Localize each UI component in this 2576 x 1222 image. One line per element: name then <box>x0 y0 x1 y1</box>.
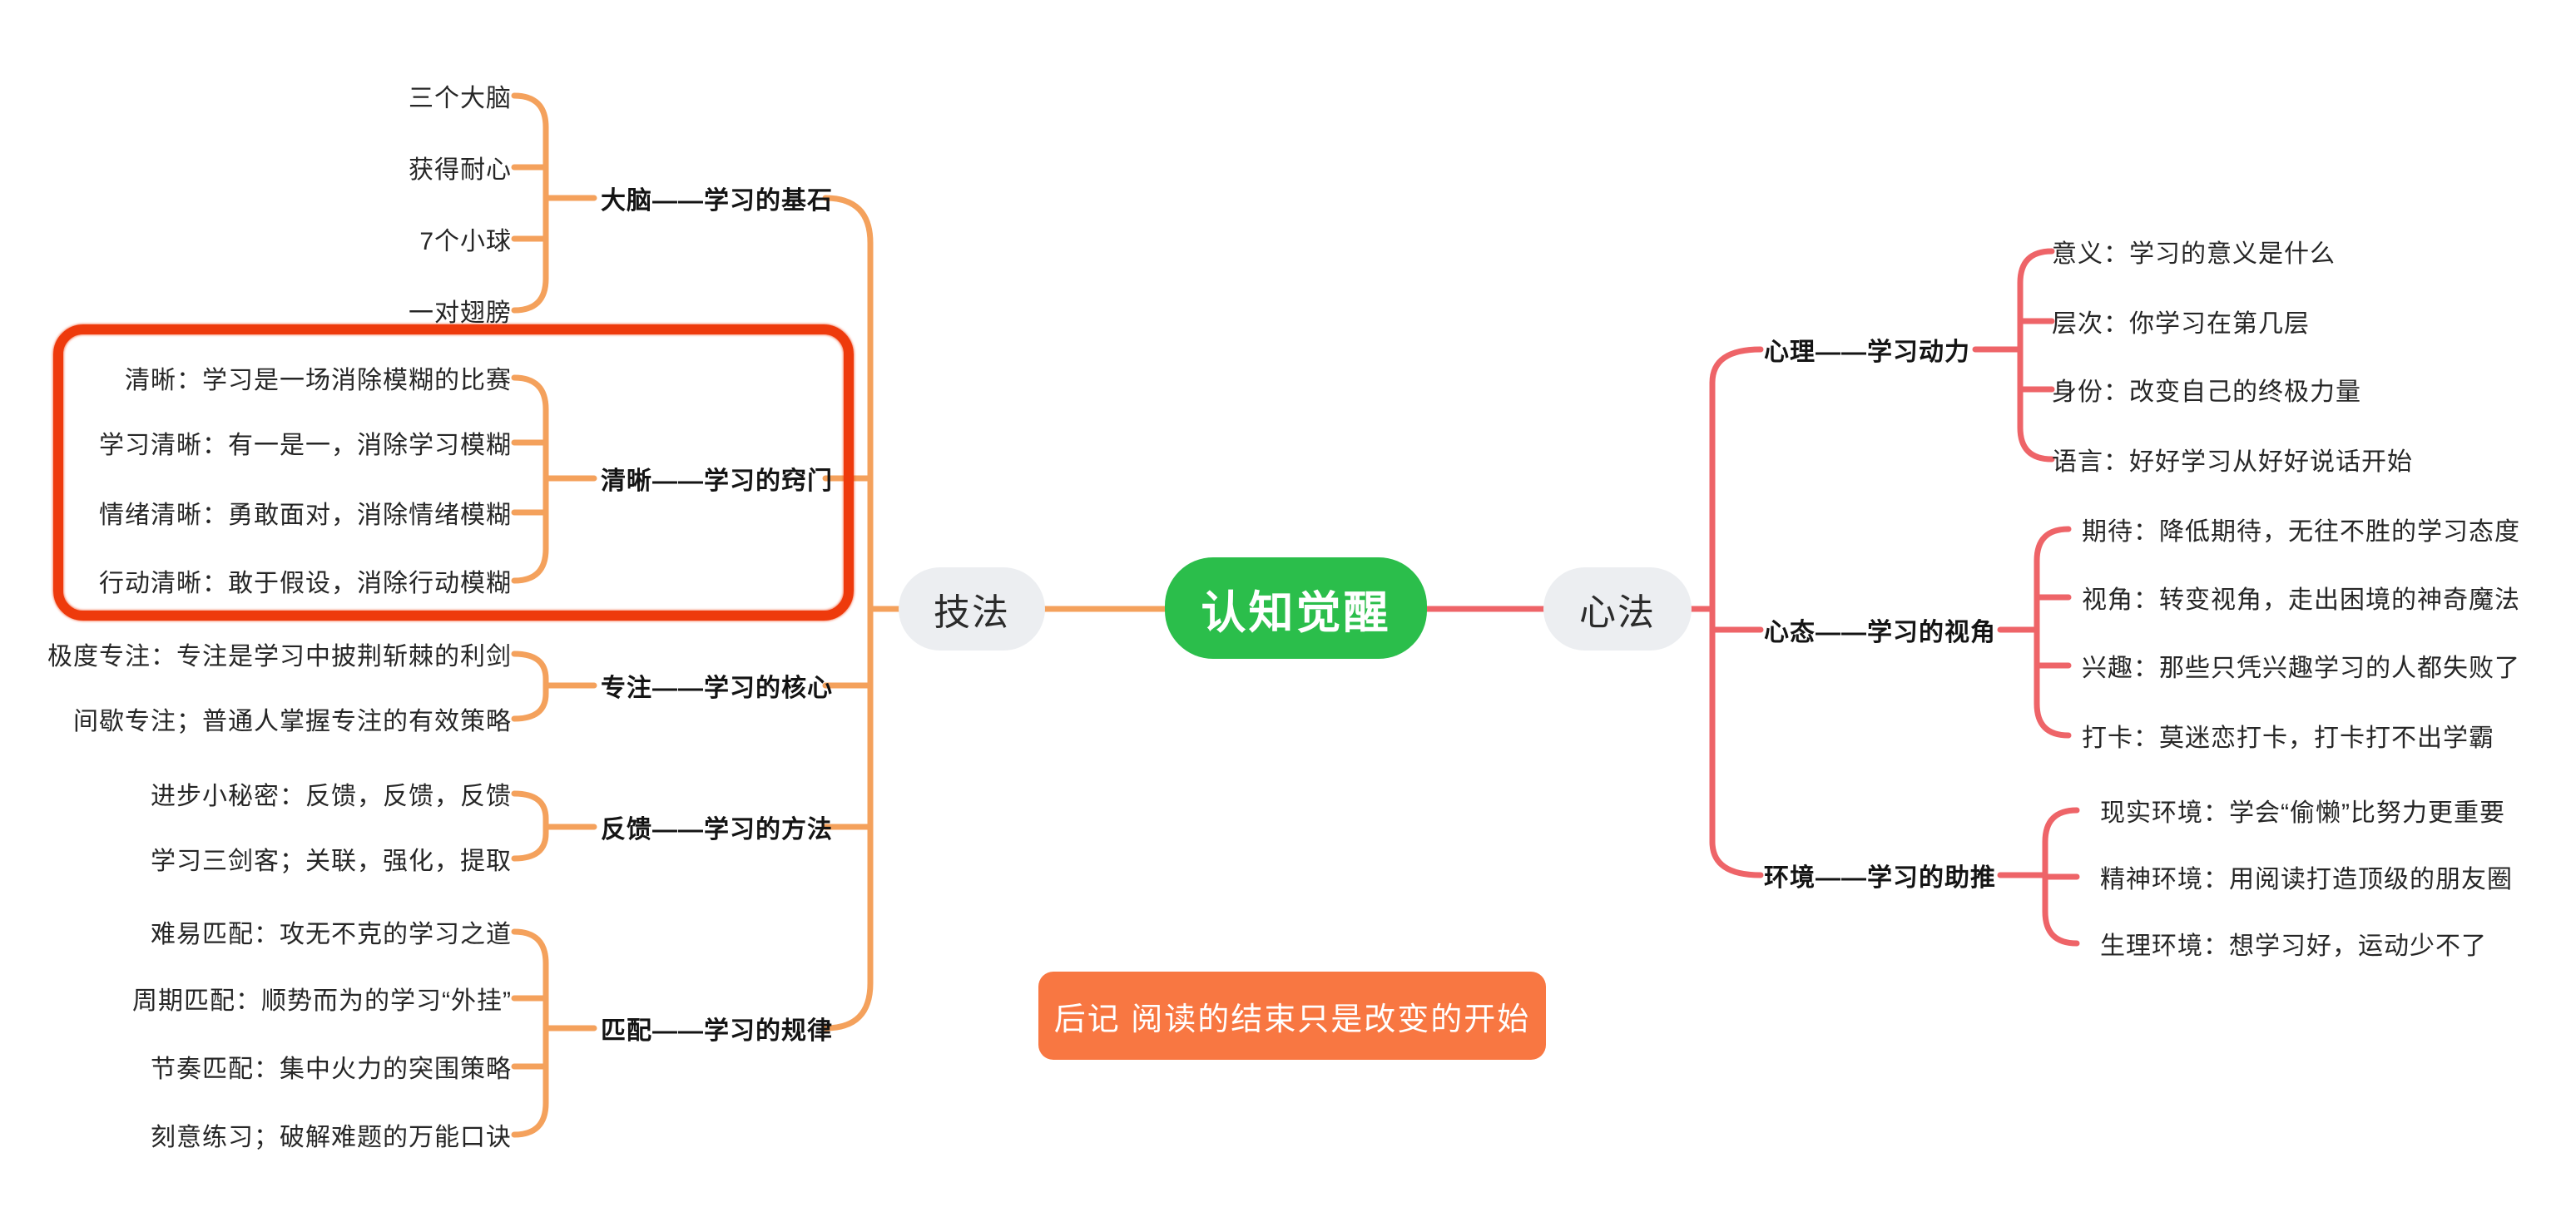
branch-title-brain[interactable]: 大脑——学习的基石 <box>601 187 833 215</box>
branch-title-feedback[interactable]: 反馈——学习的方法 <box>601 816 833 844</box>
leaf-node[interactable]: 生理环境：想学习好，运动少不了 <box>2100 933 2487 960</box>
right-tree-connectors <box>1419 248 2080 947</box>
leaf-node[interactable]: 现实环境：学会“偷懒”比努力更重要 <box>2100 799 2505 827</box>
leaf-node[interactable]: 语言：好好学习从好好说话开始 <box>2052 448 2413 476</box>
leaf-node[interactable]: 层次：你学习在第几层 <box>2052 310 2310 338</box>
central-topic[interactable]: 认知觉醒 <box>1165 557 1427 659</box>
leaf-node[interactable]: 节奏匹配：集中火力的突围策略 <box>151 1056 512 1083</box>
leaf-node[interactable]: 间歇专注；普通人掌握专注的有效策略 <box>73 708 512 735</box>
leaf-node[interactable]: 三个大脑 <box>409 85 512 112</box>
footnote-banner[interactable]: 后记 阅读的结束只是改变的开始 <box>1038 972 1546 1060</box>
leaf-node[interactable]: 清晰：学习是一场消除模糊的比赛 <box>125 367 512 394</box>
red-highlight-box <box>53 324 854 621</box>
leaf-node[interactable]: 学习三剑客；关联，强化，提取 <box>151 848 512 875</box>
leaf-node[interactable]: 兴趣：那些只凭兴趣学习的人都失败了 <box>2082 655 2520 682</box>
leaf-node[interactable]: 打卡：莫迷恋打卡，打卡打不出学霸 <box>2082 725 2494 752</box>
leaf-node[interactable]: 7个小球 <box>419 228 512 255</box>
leaf-node[interactable]: 获得耐心 <box>409 156 512 184</box>
leaf-node[interactable]: 期待：降低期待，无往不胜的学习态度 <box>2082 518 2520 546</box>
branch-title-focus[interactable]: 专注——学习的核心 <box>601 675 833 702</box>
branch-title-environment[interactable]: 环境——学习的助推 <box>1764 864 1996 892</box>
leaf-node[interactable]: 视角：转变视角，走出困境的神奇魔法 <box>2082 586 2520 614</box>
branch-title-clarity[interactable]: 清晰——学习的窍门 <box>601 468 833 495</box>
leaf-node[interactable]: 刻意练习；破解难题的万能口诀 <box>151 1124 512 1151</box>
leaf-node[interactable]: 身份：改变自己的终极力量 <box>2052 378 2361 406</box>
leaf-node[interactable]: 周期匹配：顺势而为的学习“外挂” <box>132 987 512 1015</box>
leaf-node[interactable]: 情绪清晰：勇敢面对，消除情绪模糊 <box>99 502 512 529</box>
hub-left-tactics[interactable]: 技法 <box>899 567 1045 651</box>
leaf-node[interactable]: 意义：学习的意义是什么 <box>2052 240 2336 268</box>
leaf-node[interactable]: 极度专注：专注是学习中披荆斩棘的利剑 <box>47 643 512 670</box>
branch-title-attitude[interactable]: 心态——学习的视角 <box>1764 619 1996 646</box>
hub-right-mindset[interactable]: 心法 <box>1543 567 1692 651</box>
leaf-node[interactable]: 进步小秘密：反馈，反馈，反馈 <box>151 783 512 810</box>
leaf-node[interactable]: 难易匹配：攻无不克的学习之道 <box>151 921 512 948</box>
leaf-node[interactable]: 学习清晰：有一是一，消除学习模糊 <box>99 432 512 459</box>
branch-title-match[interactable]: 匹配——学习的规律 <box>601 1017 833 1045</box>
leaf-node[interactable]: 精神环境：用阅读打造顶级的朋友圈 <box>2100 866 2513 893</box>
branch-title-psychology[interactable]: 心理——学习动力 <box>1764 339 1970 366</box>
left-tree-connectors <box>511 92 1170 1138</box>
leaf-node[interactable]: 一对翅膀 <box>409 299 512 327</box>
leaf-node[interactable]: 行动清晰：敢于假设，消除行动模糊 <box>99 570 512 597</box>
